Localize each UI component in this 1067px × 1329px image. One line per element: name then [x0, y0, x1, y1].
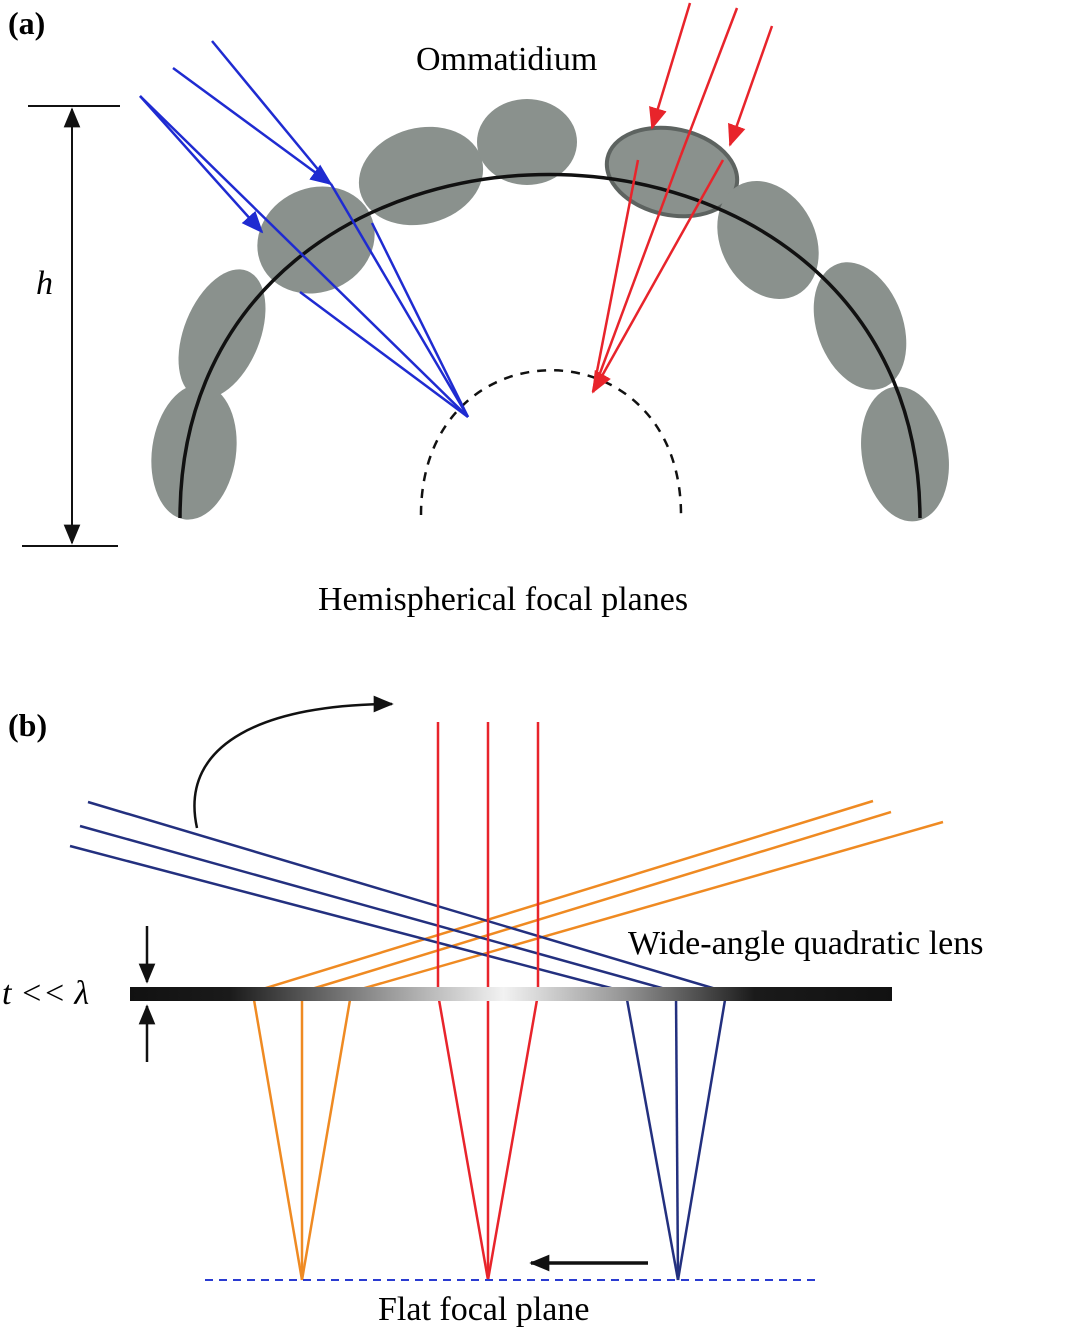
ommatidia — [151, 99, 949, 522]
compound-eye-arc — [178, 172, 922, 519]
rotation-arrow — [193, 695, 394, 829]
red-rays — [591, 2, 774, 394]
flat-focal-plane-label: Flat focal plane — [378, 1291, 589, 1328]
red-ray-incoming — [679, 7, 739, 156]
ommatidium — [151, 384, 237, 520]
navy-ray-focused — [676, 993, 728, 1281]
blue-ray-refracted — [370, 222, 470, 418]
navy-ray — [79, 824, 677, 994]
orange-ray-focused — [300, 993, 353, 1281]
orange-ray — [350, 820, 944, 994]
orange-rays — [251, 799, 944, 1281]
panel-a: (a) — [8, 2, 949, 618]
panel-a-label: (a) — [8, 5, 45, 41]
quadratic-lens — [130, 987, 892, 1001]
red-ray-incoming — [728, 25, 774, 147]
blue-ray-refracted — [299, 290, 469, 419]
hemispherical-focal-planes-label: Hemispherical focal planes — [318, 581, 688, 618]
blue-ray — [172, 66, 333, 186]
blue-ray-refracted — [329, 183, 470, 418]
red-ray-focused — [486, 993, 540, 1281]
panel-b: (b) — [2, 695, 983, 1328]
navy-rays — [69, 800, 728, 1281]
navy-ray — [69, 844, 627, 994]
ommatidium — [861, 386, 949, 522]
red-ray-focused — [436, 993, 490, 1281]
panel-b-label: (b) — [8, 707, 47, 743]
blue-ray — [139, 95, 469, 418]
red-rays-b — [436, 722, 540, 1281]
blue-ray-incoming — [139, 95, 264, 234]
hemispherical-focal-plane — [419, 369, 683, 516]
orange-ray-focused — [251, 993, 304, 1281]
orange-ray — [252, 799, 874, 994]
ommatidium-label: Ommatidium — [416, 41, 597, 78]
ommatidium — [717, 180, 819, 300]
height-label: h — [36, 265, 53, 302]
blue-ray — [211, 40, 331, 185]
red-ray-refracted — [591, 159, 640, 393]
thickness-label: t << λ — [2, 975, 89, 1012]
ommatidium — [178, 269, 266, 399]
blue-rays — [139, 40, 470, 419]
navy-ray-focused — [674, 993, 680, 1281]
navy-ray-focused — [624, 993, 680, 1281]
ommatidium — [358, 126, 484, 226]
orange-ray — [301, 810, 892, 994]
ommatidium — [477, 99, 577, 185]
red-ray-refracted — [591, 154, 683, 393]
navy-ray — [87, 800, 727, 994]
red-ray-incoming — [649, 2, 692, 130]
lens-label: Wide-angle quadratic lens — [628, 925, 983, 962]
red-ray-refracted — [591, 159, 725, 394]
height-dimension — [22, 105, 120, 547]
